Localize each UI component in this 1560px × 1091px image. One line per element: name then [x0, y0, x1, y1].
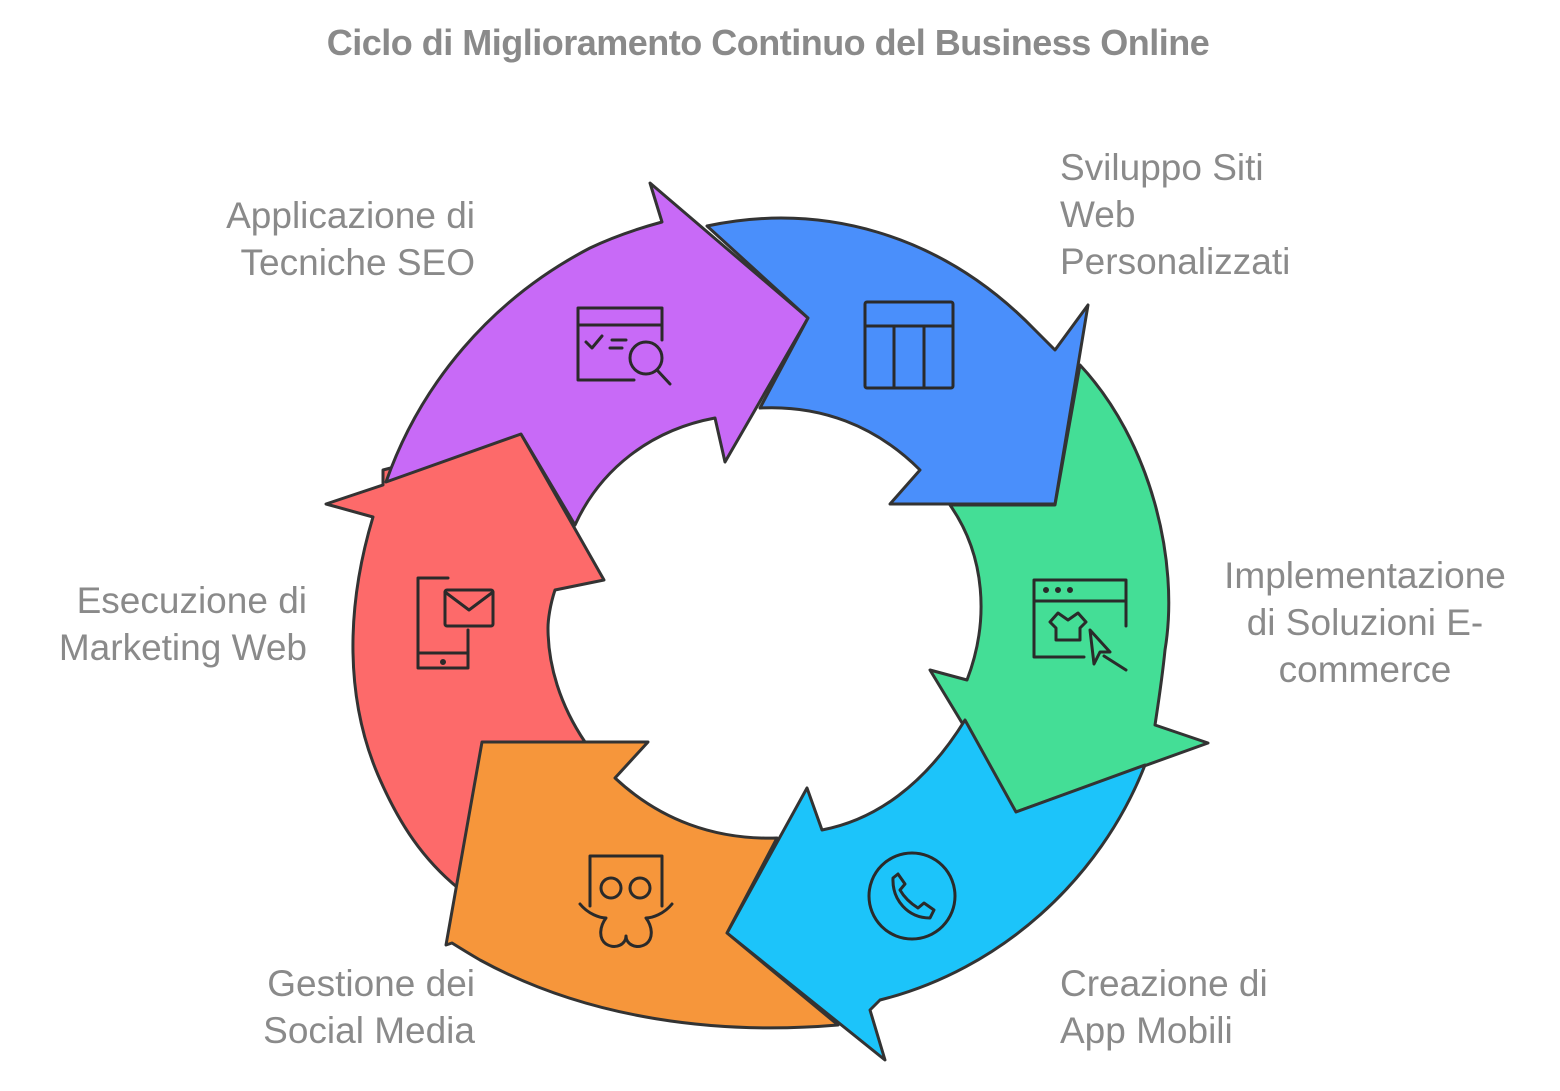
- label-line: Personalizzati: [1060, 241, 1291, 282]
- label-ecommerce: Implementazione di Soluzioni E- commerce: [1205, 552, 1525, 693]
- arrow-segment-app: [725, 718, 1147, 1062]
- web-layout-icon: [863, 300, 955, 390]
- label-seo: Applicazione di Tecniche SEO: [226, 192, 475, 286]
- label-line: Marketing Web: [58, 627, 307, 668]
- label-line: Tecniche SEO: [240, 242, 475, 283]
- arrow-segment-seo: [384, 181, 810, 527]
- label-app: Creazione di App Mobili: [1060, 960, 1268, 1054]
- label-line: Web: [1060, 194, 1136, 235]
- mobile-mail-icon: [416, 576, 495, 670]
- label-siti: Sviluppo Siti Web Personalizzati: [1060, 144, 1290, 285]
- label-line: di Soluzioni E-: [1246, 602, 1484, 643]
- label-line: Applicazione di: [226, 195, 475, 236]
- label-line: Gestione dei: [267, 963, 475, 1004]
- label-social: Gestione dei Social Media: [263, 960, 475, 1054]
- label-marketing: Esecuzione di Marketing Web: [59, 577, 307, 671]
- label-line: Creazione di: [1060, 963, 1268, 1004]
- arrow-segment-marketing: [324, 432, 606, 890]
- arrow-segment-social: [444, 740, 840, 1030]
- slideshare-icon: [578, 854, 674, 948]
- label-line: App Mobili: [1060, 1010, 1233, 1051]
- label-line: Esecuzione di: [76, 580, 307, 621]
- arrow-segment-siti: [705, 216, 1090, 506]
- online-shop-click-icon: [1032, 578, 1128, 672]
- phone-call-icon: [867, 851, 957, 941]
- seo-analysis-icon: [576, 306, 672, 386]
- label-line: Implementazione: [1224, 555, 1506, 596]
- label-line: commerce: [1278, 649, 1452, 690]
- label-line: Social Media: [263, 1010, 475, 1051]
- label-line: Sviluppo Siti: [1060, 147, 1264, 188]
- page-title: Ciclo di Miglioramento Continuo del Busi…: [326, 22, 1210, 63]
